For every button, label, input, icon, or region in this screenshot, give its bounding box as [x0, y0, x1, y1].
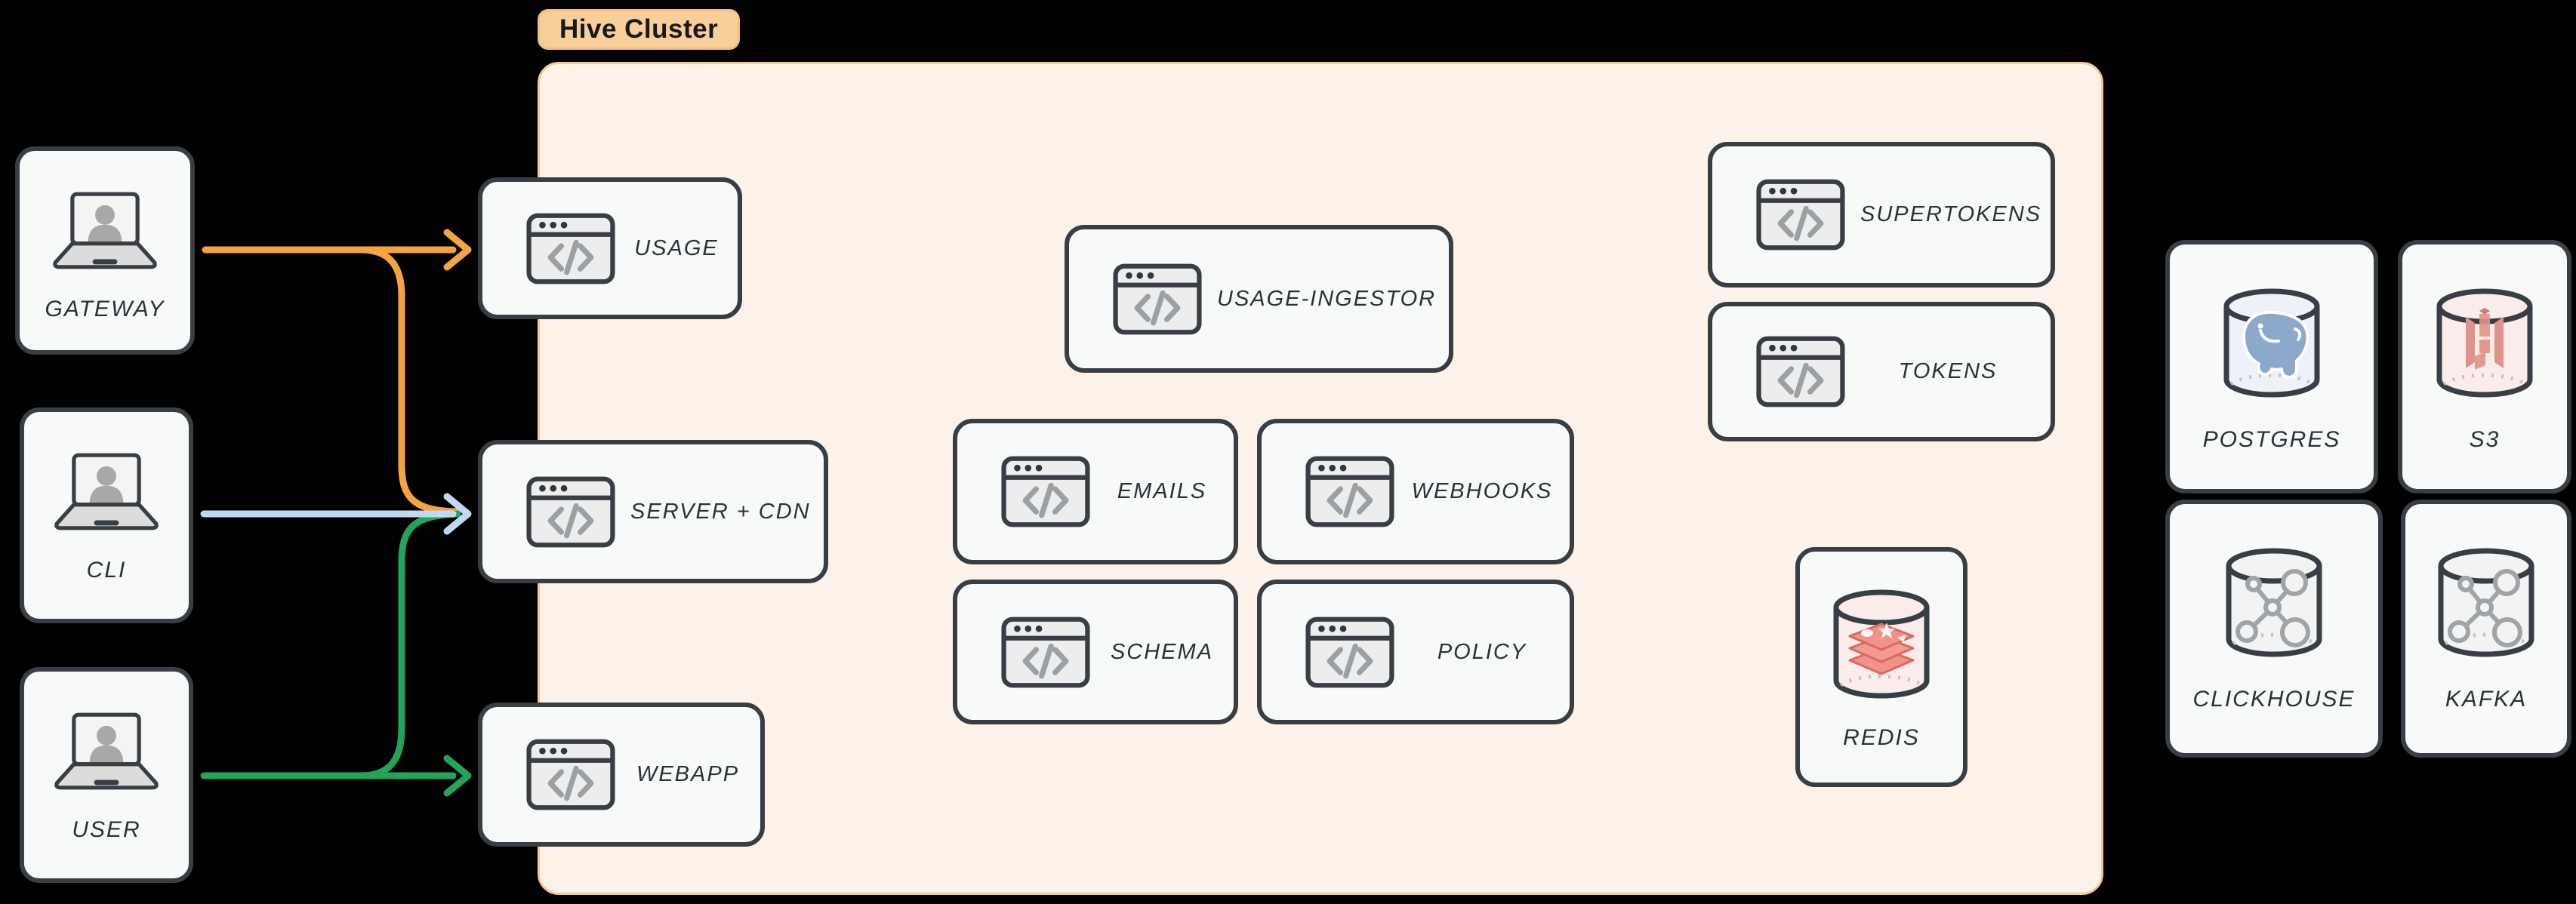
service-node-server-cdn: SERVER + CDN: [478, 440, 828, 583]
service-label-supertokens: SUPERTOKENS: [1860, 202, 2042, 226]
s3-bucket-logo: [2466, 308, 2504, 370]
code-window-icon: [1001, 617, 1090, 688]
code-window-icon: [1001, 456, 1090, 527]
redis-stack-logo: [1848, 623, 1915, 675]
service-label-schema: SCHEMA: [1110, 639, 1214, 664]
service-label-usage: USAGE: [634, 235, 719, 260]
code-window-icon: [526, 476, 615, 548]
service-label-webhooks: WEBHOOKS: [1411, 479, 1553, 503]
service-node-tokens: TOKENS: [1708, 302, 2055, 441]
client-label-gateway: GATEWAY: [45, 297, 165, 321]
code-window-icon: [1113, 263, 1202, 335]
code-window-icon: [1756, 179, 1845, 251]
client-node-cli: CLI: [20, 407, 193, 623]
service-label-emails: EMAILS: [1117, 479, 1207, 503]
service-label-usage-ingestor: USAGE-INGESTOR: [1217, 286, 1437, 311]
laptop-user-icon: [48, 711, 165, 792]
service-label-webapp: WEBAPP: [636, 762, 740, 786]
service-node-webapp: WEBAPP: [478, 703, 765, 847]
db-node-postgres: POSTGRES: [2165, 240, 2378, 494]
db-label-s3: S3: [2469, 427, 2501, 452]
hive-cluster-label: Hive Cluster: [559, 14, 719, 44]
service-node-schema: SCHEMA: [953, 580, 1238, 724]
db-node-s3: S3: [2398, 240, 2571, 494]
edge-user-webapp-arrowhead: [443, 755, 472, 797]
service-node-webhooks: WEBHOOKS: [1257, 419, 1574, 564]
db-label-clickhouse: CLICKHOUSE: [2192, 687, 2356, 712]
db-label-postgres: POSTGRES: [2202, 427, 2341, 452]
code-window-icon: [1756, 336, 1845, 407]
laptop-user-icon: [48, 451, 165, 532]
db-node-kafka: KAFKA: [2401, 500, 2571, 758]
cache-label-redis: REDIS: [1843, 725, 1920, 750]
hive-cluster-label-pill: Hive Cluster: [538, 9, 741, 50]
service-node-policy: POLICY: [1257, 580, 1574, 724]
code-window-icon: [1305, 617, 1394, 688]
edge-gateway-usage-arrowhead: [443, 229, 472, 271]
client-label-user: USER: [72, 817, 141, 842]
edge-gateway-servercdn: [357, 246, 461, 515]
code-window-icon: [526, 739, 615, 810]
client-node-user: USER: [20, 667, 193, 883]
service-label-policy: POLICY: [1437, 639, 1527, 664]
postgres-elephant-logo: [2242, 310, 2309, 379]
db-node-clickhouse: CLICKHOUSE: [2165, 500, 2383, 758]
laptop-user-icon: [46, 190, 164, 271]
service-node-supertokens: SUPERTOKENS: [1708, 142, 2055, 287]
cache-node-redis: REDIS: [1795, 547, 1967, 787]
code-window-icon: [1305, 456, 1394, 527]
node-graph-logo: [2217, 543, 2331, 667]
service-label-tokens: TOKENS: [1898, 359, 1998, 383]
edge-user-servercdn: [357, 510, 461, 779]
client-node-gateway: GATEWAY: [15, 146, 195, 355]
service-node-emails: EMAILS: [953, 419, 1238, 564]
node-graph-logo: [2430, 543, 2543, 667]
db-label-kafka: KAFKA: [2445, 687, 2528, 712]
client-label-cli: CLI: [86, 558, 127, 583]
code-window-icon: [526, 213, 615, 284]
edge-cli-servercdn-arrowhead: [443, 493, 472, 535]
service-node-usage: USAGE: [478, 177, 742, 319]
service-node-usage-ingestor: USAGE-INGESTOR: [1065, 225, 1453, 373]
service-label-server-cdn: SERVER + CDN: [630, 499, 811, 524]
